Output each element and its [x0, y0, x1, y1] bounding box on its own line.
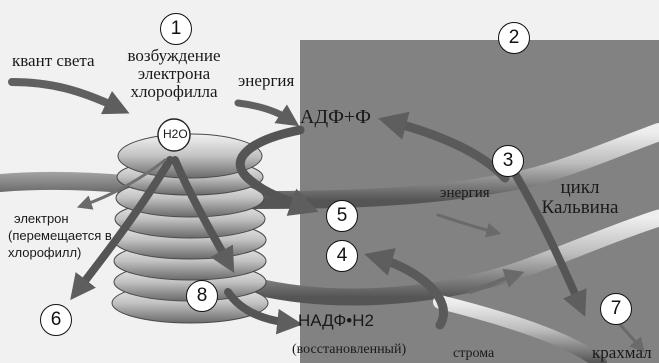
- electron-label: электрон (перемещается в хлорофилл): [8, 211, 112, 262]
- stroma-label: строма: [453, 346, 495, 361]
- arrow-4-cycle: [364, 248, 448, 330]
- arrow-to-6: [70, 156, 174, 301]
- reduced-label: (восстановленный): [292, 342, 407, 357]
- arrow-electron: [76, 158, 167, 210]
- starch-label: крахмал: [592, 343, 652, 362]
- h2o-circle: [157, 118, 191, 152]
- arrow-stroma-small: [468, 268, 525, 294]
- nadph-label: НАДФ•H2: [298, 311, 374, 330]
- marker-3: 3: [492, 145, 524, 177]
- marker-7: 7: [600, 293, 632, 325]
- marker-4: 4: [326, 240, 358, 272]
- electron-line-2: (перемещается в: [8, 227, 112, 243]
- electron-line-3: хлорофилл): [8, 244, 82, 260]
- marker-1: 1: [160, 13, 192, 45]
- marker-2: 2: [498, 22, 530, 54]
- h2o-label: H2O: [163, 127, 188, 141]
- marker-8: 8: [186, 280, 218, 312]
- energy-label-top: энергия: [238, 71, 295, 90]
- excitation-label: возбуждение электрона хлорофилла: [112, 47, 236, 101]
- marker-5: 5: [326, 200, 358, 232]
- energy-arrow-mid: [436, 213, 502, 238]
- calvin-line-1: цикл: [560, 177, 600, 198]
- arrow-to-5: [235, 125, 319, 216]
- energy-label-mid: энергия: [440, 185, 490, 201]
- excitation-line-1: возбуждение: [127, 46, 221, 65]
- calvin-cycle-label: цикл Кальвина: [530, 178, 630, 218]
- stroma-lamella-branch: [433, 295, 607, 363]
- marker-6: 6: [40, 304, 72, 336]
- adp-label: АДФ+Ф: [300, 106, 371, 128]
- arrow-to-7: [506, 161, 587, 317]
- electron-line-1: электрон: [14, 211, 69, 226]
- arrow-to-8: [171, 156, 235, 274]
- arrow-starch-small: [616, 320, 645, 353]
- energy-arrow-top: [234, 99, 300, 127]
- arrow-nadph: [224, 288, 303, 335]
- light-quantum-label: квант света: [12, 51, 95, 70]
- light-arrow: [8, 78, 130, 115]
- excitation-line-2: электрона: [137, 63, 211, 83]
- calvin-line-2: Кальвина: [541, 196, 619, 218]
- excitation-line-3: хлорофилла: [130, 81, 218, 101]
